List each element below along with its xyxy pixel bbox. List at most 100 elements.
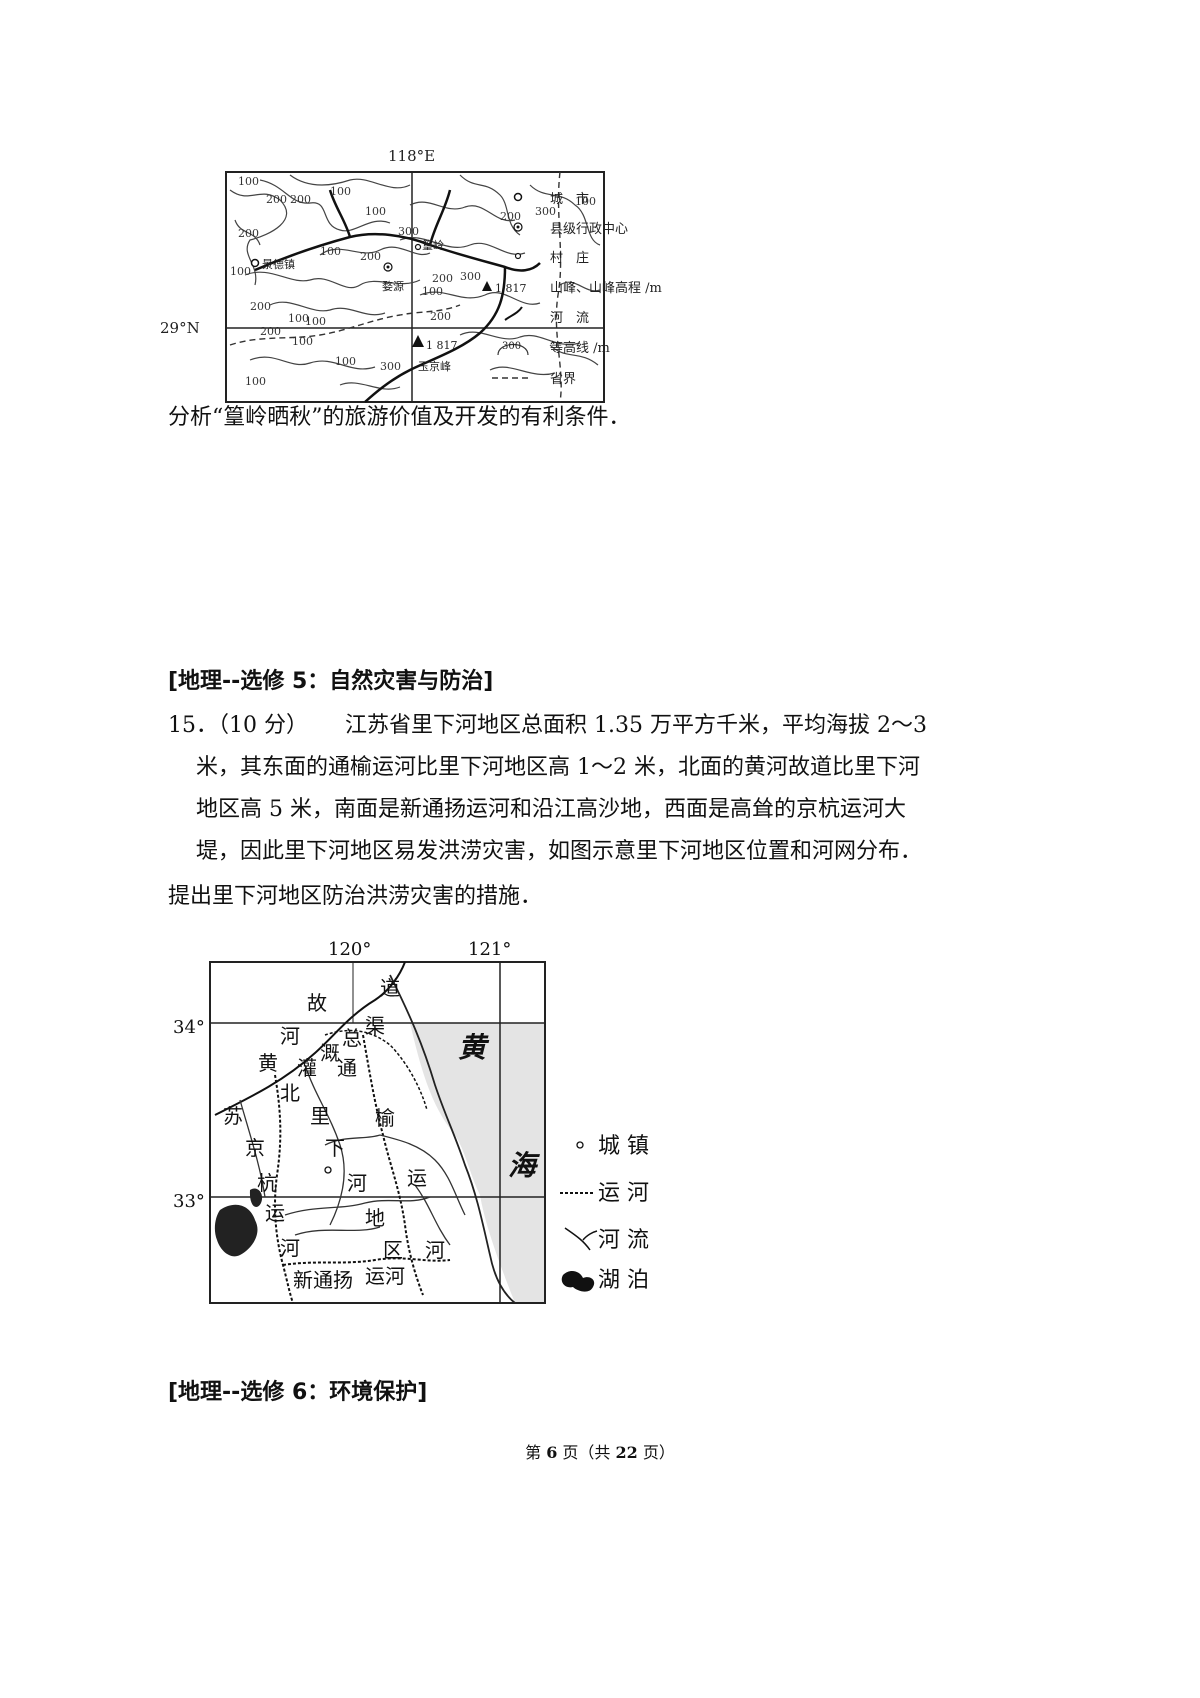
contour-label: 100	[320, 245, 341, 258]
city-marker	[250, 258, 260, 268]
river-icon	[504, 306, 523, 321]
svg-text:河 流: 河 流	[598, 1228, 649, 1253]
question-15-text-line4: 堤，因此里下河地区易发洪涝灾害，如图示意里下河地区位置和河网分布．	[196, 839, 923, 864]
map-label: 运河	[365, 1264, 405, 1288]
svg-text:省界: 省界	[550, 372, 576, 387]
footer-suffix: 页）	[637, 1443, 675, 1462]
latitude-label: 29°N	[160, 319, 200, 337]
longitude-label: 118°E	[388, 147, 435, 165]
contour-label: 300	[535, 205, 556, 218]
contour-label: 200	[266, 193, 287, 206]
map-label: 榆	[375, 1106, 395, 1130]
village-label: 篁岭	[422, 238, 444, 252]
contour-label: 200	[238, 227, 259, 240]
question-15-number: 15．（10 分）	[168, 713, 308, 738]
contour-label: 100	[230, 265, 251, 278]
map-label: 河	[280, 1236, 300, 1260]
map-label: 渠	[365, 1014, 385, 1038]
map-label: 黄	[258, 1051, 278, 1075]
svg-text:山峰、山峰高程 /m: 山峰、山峰高程 /m	[550, 280, 662, 296]
map-label: 运	[265, 1201, 285, 1225]
svg-text:等高线 /m: 等高线 /m	[550, 340, 610, 356]
peak-name-label: 玉京峰	[418, 359, 451, 373]
contour-label: 200	[500, 210, 521, 223]
lat-33-label: 33°	[173, 1191, 205, 1212]
question-15-text-line5: 提出里下河地区防治洪涝灾害的措施．	[168, 884, 543, 909]
map-label: 黄	[458, 1031, 490, 1064]
contour-label: 100	[292, 335, 313, 348]
svg-text:河 流: 河 流	[550, 311, 589, 326]
footer-middle: 页（共	[557, 1443, 616, 1462]
town-icon	[576, 1141, 584, 1149]
lon-121-label: 121°	[468, 939, 511, 960]
map-label: 里	[310, 1104, 330, 1128]
question-14-prompt: 分析“篁岭晒秋”的旅游价值及开发的有利条件．	[168, 405, 631, 430]
page-footer: 第 6 页（共 22 页）	[0, 1443, 1200, 1463]
contour-label: 200	[360, 250, 381, 263]
contour-label: 100	[238, 175, 259, 188]
contour-label: 100	[245, 375, 266, 388]
map-label: 河	[347, 1171, 367, 1195]
map-label: 杭	[257, 1171, 277, 1195]
contour-label: 200	[260, 325, 281, 338]
city-icon	[513, 192, 523, 202]
svg-text:城 镇: 城 镇	[598, 1134, 649, 1159]
map2-legend: 城 镇 运 河 河 流 湖 泊	[560, 1134, 649, 1293]
contour-label: 300	[460, 270, 481, 283]
contour-label: 100	[330, 185, 351, 198]
total-pages: 22	[615, 1443, 638, 1462]
map-label: 灌	[297, 1056, 317, 1080]
map-label: 新通扬	[293, 1268, 353, 1292]
contour-label: 200	[430, 310, 451, 323]
lixiahe-region-map: 120° 121° 34° 33° 道 故 河 黄 渠 总 灌 溉 通 北 苏 …	[173, 939, 649, 1304]
svg-text:县级行政中心: 县级行政中心	[550, 222, 628, 237]
lat-34-label: 34°	[173, 1017, 205, 1038]
contour-label: 100	[365, 205, 386, 218]
map-label: 河	[280, 1024, 300, 1048]
contour-label: 100	[422, 285, 443, 298]
page-number: 6	[546, 1443, 558, 1462]
contour-icon	[497, 343, 529, 356]
contour-label: 100	[335, 355, 356, 368]
map-label: 地	[365, 1206, 385, 1230]
question-15-text-line1: 江苏省里下河地区总面积 1.35 万平方千米，平均海拔 2～3	[345, 713, 927, 738]
village-marker	[414, 243, 422, 251]
map-label: 运	[407, 1166, 427, 1190]
map-label: 通	[337, 1056, 357, 1080]
contour-label: 100	[288, 312, 309, 325]
svg-text:运 河: 运 河	[598, 1181, 649, 1206]
river-icon	[564, 1227, 598, 1251]
svg-text:300: 300	[502, 341, 521, 352]
lake-shape	[214, 1204, 258, 1257]
peak-icon	[482, 281, 492, 291]
footer-prefix: 第	[525, 1443, 547, 1462]
question-15-text-line2: 米，其东面的通榆运河比里下河地区高 1～2 米，北面的黄河故道比里下河	[196, 755, 920, 780]
city-label: 景德镇	[262, 257, 295, 271]
map-label: 河	[425, 1238, 445, 1262]
map-label: 总	[342, 1026, 362, 1050]
lon-120-label: 120°	[328, 939, 371, 960]
map-label: 海	[508, 1149, 540, 1182]
map-label: 溉	[320, 1041, 340, 1065]
map-label: 京	[245, 1136, 265, 1160]
village-icon	[514, 252, 522, 260]
map-label: 苏	[223, 1104, 243, 1128]
contour-label: 200	[432, 272, 453, 285]
section-6-header: [地理--选修 6：环境保护]	[168, 1380, 428, 1405]
map1-legend: 城 市 县级行政中心 村 庄 1 817 山峰、山峰高程 /m 河 流 300 …	[482, 191, 662, 387]
svg-text:湖 泊: 湖 泊	[598, 1268, 649, 1293]
contour-label: 200	[290, 193, 311, 206]
map-label: 道	[380, 976, 400, 1000]
map-label: 故	[307, 991, 327, 1015]
contour-label: 300	[398, 225, 419, 238]
peak-marker	[412, 335, 424, 347]
map-label: 区	[383, 1238, 403, 1262]
town-marker	[324, 1166, 332, 1174]
county-label: 婺源	[382, 279, 404, 293]
map-label: 北	[280, 1081, 300, 1105]
contour-label: 100	[575, 195, 596, 208]
contour-label: 300	[380, 360, 401, 373]
svg-text:1 817: 1 817	[495, 282, 527, 295]
lake-icon	[561, 1271, 595, 1292]
peak-height-label: 1 817	[426, 339, 458, 352]
